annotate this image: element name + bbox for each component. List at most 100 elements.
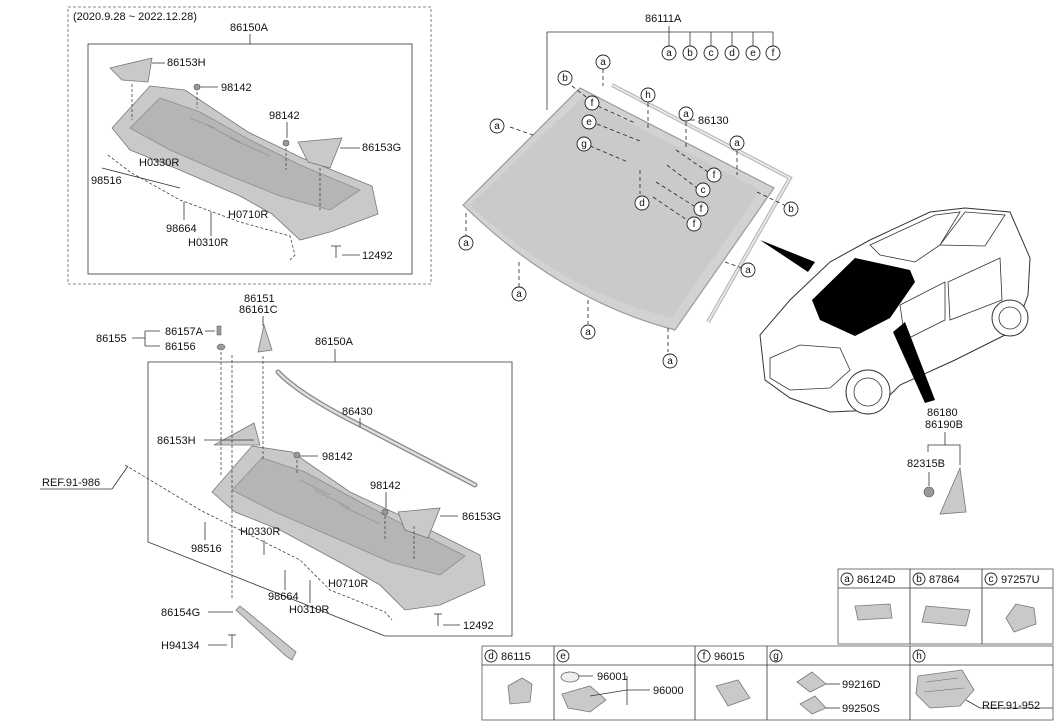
svg-text:a: a bbox=[666, 48, 672, 59]
label-98664-top: 98664 bbox=[166, 223, 197, 235]
key-circle-e: e bbox=[745, 45, 761, 61]
svg-text:a: a bbox=[745, 265, 751, 276]
label-86154G: 86154G bbox=[161, 607, 200, 619]
svg-text:d: d bbox=[488, 651, 494, 662]
svg-text:a: a bbox=[494, 121, 500, 132]
label-86155: 86155 bbox=[96, 333, 127, 345]
svg-text:f: f bbox=[591, 98, 594, 109]
callout-f-9: f bbox=[706, 167, 722, 183]
label-86111A: 86111A bbox=[645, 13, 682, 25]
date-range-label: (2020.9.28 ~ 2022.12.28) bbox=[73, 11, 197, 23]
legend-circle-b: b bbox=[912, 572, 926, 586]
top-assy-frame bbox=[87, 43, 413, 275]
callout-a-17: a bbox=[511, 286, 527, 302]
svg-text:a: a bbox=[683, 109, 689, 120]
svg-text:c: c bbox=[701, 185, 706, 196]
legend-circle-g: g bbox=[769, 649, 783, 663]
callout-a-8: a bbox=[729, 135, 745, 151]
svg-text:a: a bbox=[844, 574, 850, 585]
svg-text:f: f bbox=[703, 651, 706, 662]
legend-part-f: 96015 bbox=[714, 651, 745, 663]
svg-text:a: a bbox=[600, 57, 606, 68]
label-86161C: 86161C bbox=[239, 304, 278, 316]
svg-text:b: b bbox=[788, 204, 794, 215]
part-87864 bbox=[921, 605, 971, 627]
label-98142-a: 98142 bbox=[322, 451, 353, 463]
label-12492-top: 12492 bbox=[362, 250, 393, 262]
label-86190B: 86190B bbox=[925, 419, 963, 431]
label-H0310R-top: H0310R bbox=[188, 237, 228, 249]
label-12492: 12492 bbox=[463, 620, 494, 632]
vehicle-illustration: 86180 86190B 82315B bbox=[759, 207, 1031, 515]
svg-text:c: c bbox=[709, 48, 714, 59]
label-98142-b: 98142 bbox=[370, 480, 401, 492]
car-windshield bbox=[812, 258, 915, 336]
legend-part-d: 86115 bbox=[501, 651, 531, 663]
svg-text:f: f bbox=[693, 219, 696, 230]
svg-text:c: c bbox=[989, 574, 994, 585]
legend-circle-a: a bbox=[840, 572, 854, 586]
legend-part-c: 97257U bbox=[1001, 574, 1040, 586]
label-86130: 86130 bbox=[698, 115, 729, 127]
svg-text:f: f bbox=[772, 48, 775, 59]
label-98516: 98516 bbox=[191, 543, 222, 555]
label-98142-top-b: 98142 bbox=[269, 110, 300, 122]
callout-b-14: b bbox=[783, 201, 799, 217]
ref-91-986-link[interactable]: REF.91-986 bbox=[42, 477, 100, 489]
callout-h-4: h bbox=[640, 87, 656, 103]
legend-circle-e: e bbox=[556, 649, 570, 663]
label-H0330R-top: H0330R bbox=[139, 157, 179, 169]
legend-part-b: 87864 bbox=[929, 574, 960, 586]
label-96000: 96000 bbox=[653, 685, 684, 697]
legend-circle-c: c bbox=[984, 572, 998, 586]
label-H94134: H94134 bbox=[161, 640, 200, 652]
callout-f-13: f bbox=[686, 216, 702, 232]
label-98142-top-a: 98142 bbox=[221, 82, 252, 94]
label-86153G: 86153G bbox=[462, 511, 501, 523]
bottom-assy-frame bbox=[147, 361, 513, 637]
svg-text:g: g bbox=[581, 139, 587, 150]
key-circle-f: f bbox=[765, 45, 781, 61]
label-86153G-top: 86153G bbox=[362, 142, 401, 154]
label-96001: 96001 bbox=[597, 671, 628, 683]
top-variant-frame bbox=[67, 6, 432, 285]
callout-f-12: f bbox=[693, 201, 709, 217]
callout-f-3: f bbox=[584, 95, 600, 111]
svg-text:f: f bbox=[713, 170, 716, 181]
callout-c-10: c bbox=[695, 182, 711, 198]
part-86154G bbox=[235, 605, 297, 661]
svg-text:a: a bbox=[734, 138, 740, 149]
callout-g-7: g bbox=[576, 136, 592, 152]
svg-text:e: e bbox=[750, 48, 756, 59]
svg-text:e: e bbox=[586, 117, 592, 128]
label-86430: 86430 bbox=[342, 406, 373, 418]
label-99250S: 99250S bbox=[842, 703, 880, 715]
callout-a-1: a bbox=[595, 54, 611, 70]
bottom-assy-title: 86150A bbox=[315, 336, 354, 348]
part-96001 bbox=[560, 671, 580, 683]
svg-text:h: h bbox=[645, 90, 651, 101]
callout-a-16: a bbox=[458, 235, 474, 251]
part-86153G-top bbox=[297, 137, 343, 169]
label-86156: 86156 bbox=[165, 341, 196, 353]
callout-a-19: a bbox=[662, 353, 678, 369]
part-97257U bbox=[1005, 603, 1037, 633]
key-circle-a: a bbox=[661, 45, 677, 61]
label-H0310R: H0310R bbox=[289, 604, 329, 616]
callout-a-18: a bbox=[580, 324, 596, 340]
label-86151: 86151 bbox=[244, 293, 275, 305]
part-rain-sensor-bracket bbox=[915, 669, 975, 709]
top-variant-group: (2020.9.28 ~ 2022.12.28) 86150A 86153H 9… bbox=[67, 6, 432, 285]
svg-text:d: d bbox=[729, 48, 735, 59]
svg-text:h: h bbox=[916, 651, 922, 662]
label-86157A: 86157A bbox=[165, 326, 204, 338]
svg-text:a: a bbox=[585, 327, 591, 338]
part-86153H-top bbox=[109, 57, 153, 83]
ref-91-952-link[interactable]: REF.91-952 bbox=[982, 700, 1040, 712]
key-circle-c: c bbox=[703, 45, 719, 61]
label-82315B: 82315B bbox=[907, 458, 945, 470]
svg-text:b: b bbox=[562, 73, 568, 84]
